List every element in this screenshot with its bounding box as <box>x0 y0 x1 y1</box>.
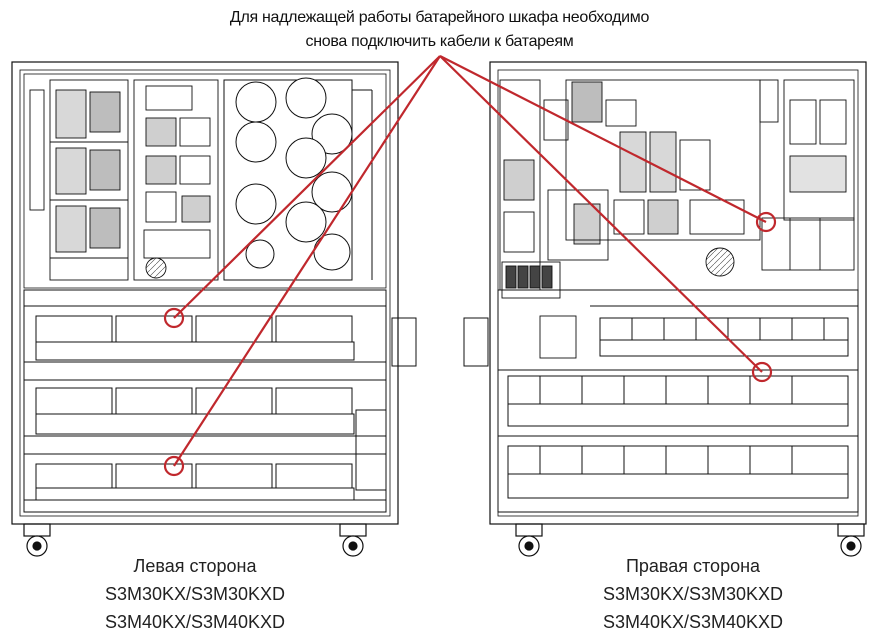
callout-lines <box>163 55 777 477</box>
left-side-caption: Левая сторона S3M30KX/S3M30KXD S3M40KX/S… <box>65 552 325 636</box>
callout-circle-left-top <box>163 307 185 329</box>
left-control-board <box>133 79 219 281</box>
right-side-model-2: S3M40KX/S3M40KXD <box>602 612 784 632</box>
callout-line-left-bottom <box>173 55 441 467</box>
left-side-model-1: S3M30KX/S3M30KXD <box>104 584 286 604</box>
annotation-text: Для надлежащей работы батарейного шкафа … <box>180 6 699 54</box>
right-side-fixtures <box>499 79 609 291</box>
callout-line-right-top <box>439 55 767 223</box>
right-battery-shelves <box>463 289 859 513</box>
callout-line-right-bottom <box>439 55 763 373</box>
callout-circle-right-top <box>755 211 777 233</box>
left-power-modules <box>29 79 129 281</box>
left-battery-shelves <box>23 289 417 513</box>
right-upper-modules <box>761 79 855 271</box>
left-capacitor-bank <box>223 77 373 281</box>
callout-circle-right-bottom <box>751 361 773 383</box>
right-control-board <box>565 79 779 277</box>
callout-line-left-top <box>173 55 441 319</box>
right-side-title: Правая сторона <box>625 556 761 576</box>
right-side-caption: Правая сторона S3M30KX/S3M30KXD S3M40KX/… <box>563 552 823 636</box>
annotation-line-2: снова подключить кабели к батареям <box>305 33 574 50</box>
left-side-title: Левая сторона <box>133 556 257 576</box>
annotation-line-1: Для надлежащей работы батарейного шкафа … <box>229 9 650 26</box>
left-wheels <box>23 523 367 557</box>
right-cabinet <box>463 61 867 557</box>
right-side-model-1: S3M30KX/S3M30KXD <box>602 584 784 604</box>
left-side-model-2: S3M40KX/S3M40KXD <box>104 612 286 632</box>
left-cabinet <box>11 61 417 557</box>
callout-circle-left-bottom <box>163 455 185 477</box>
right-breakers <box>501 261 577 359</box>
right-wheels <box>515 523 865 557</box>
